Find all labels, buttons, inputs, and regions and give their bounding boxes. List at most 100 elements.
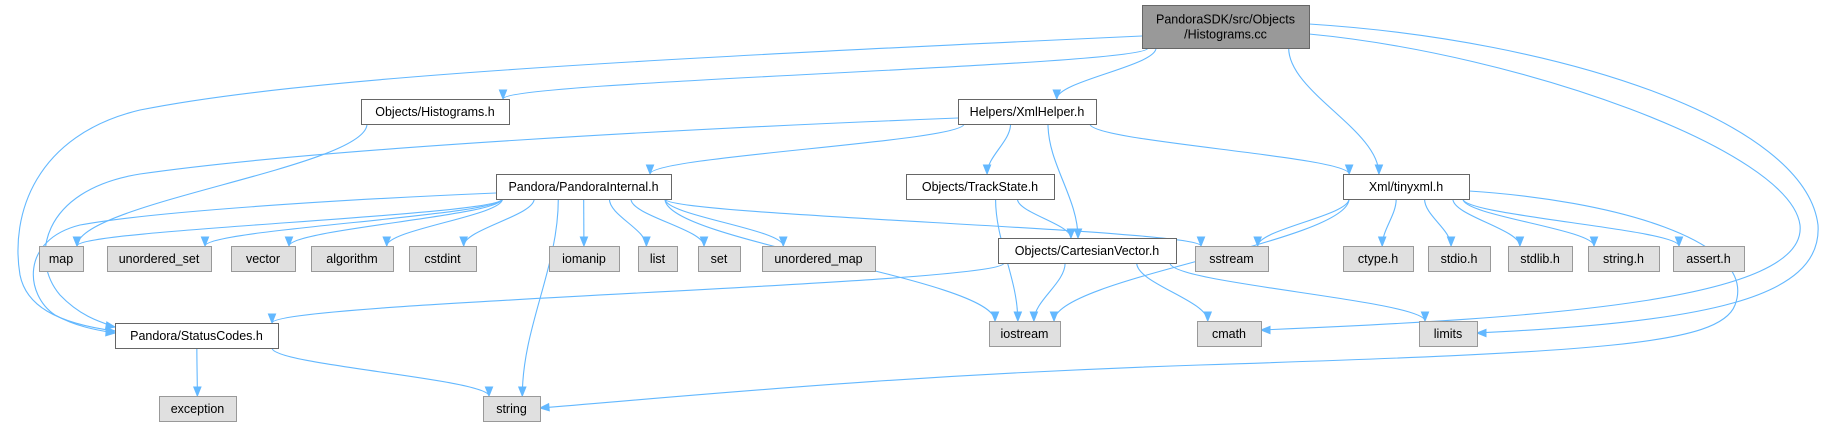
edge-line <box>664 198 784 247</box>
node-label: unordered_set <box>119 252 200 266</box>
edge-arrowhead <box>538 402 550 412</box>
node-label: stdio.h <box>1441 252 1478 266</box>
edge-line <box>1257 198 1350 247</box>
edge-objects-cartesianvector-h-to-iostream <box>1029 262 1066 323</box>
node-sstream: sstream <box>1195 246 1269 272</box>
nodes-layer: PandoraSDK/src/Objects/Histograms.ccObje… <box>39 5 1745 422</box>
node-xml-tinyxml-h[interactable]: Xml/tinyxml.h <box>1343 174 1470 200</box>
node-objects-histograms-h[interactable]: Objects/Histograms.h <box>361 99 510 125</box>
edge-line <box>1462 198 1595 247</box>
edge-line <box>271 347 490 397</box>
node-box <box>998 238 1177 264</box>
edge-pandora-pandorainternal-h-to-unordered-map <box>664 198 788 248</box>
edge-pandora-pandorainternal-h-to-iomanip <box>579 198 589 248</box>
edge-arrowhead <box>200 236 210 248</box>
edge-arrowhead <box>498 89 508 101</box>
node-iomanip: iomanip <box>549 246 620 272</box>
edge-pandora-pandorainternal-h-to-vector <box>284 198 503 248</box>
node-box <box>1142 5 1310 49</box>
node-box <box>409 246 477 272</box>
edge-arrowhead <box>267 313 277 325</box>
node-vector: vector <box>231 246 296 272</box>
edge-arrowhead <box>459 236 468 248</box>
edge-arrowhead <box>778 236 788 248</box>
node-root[interactable]: PandoraSDK/src/Objects/Histograms.cc <box>1142 5 1310 49</box>
edge-root-to-helpers-xmlhelper-h <box>1052 47 1157 101</box>
edge-arrowhead <box>642 236 651 248</box>
node-cmath: cmath <box>1197 321 1262 347</box>
node-pandora-pandorainternal-h[interactable]: Pandora/PandoraInternal.h <box>496 174 672 200</box>
node-box <box>1197 321 1262 347</box>
edge-line <box>1016 198 1072 239</box>
node-objects-trackstate-h[interactable]: Objects/TrackState.h <box>906 174 1055 200</box>
edge-line <box>204 198 503 247</box>
node-cstdint: cstdint <box>409 246 477 272</box>
edge-arrowhead <box>1052 89 1062 101</box>
node-label: Pandora/PandoraInternal.h <box>508 180 658 194</box>
edge-root-to-objects-histograms-h <box>498 47 1149 101</box>
node-objects-cartesianvector-h[interactable]: Objects/CartesianVector.h <box>998 238 1177 264</box>
edge-pandora-pandorainternal-h-to-unordered-set <box>200 198 503 248</box>
edge-pandora-pandorainternal-h-to-string <box>517 198 559 398</box>
edge-objects-cartesianvector-h-to-cmath <box>1136 262 1213 323</box>
edge-arrowhead <box>1674 236 1684 248</box>
edge-helpers-xmlhelper-h-to-xml-tinyxml-h <box>1089 123 1354 176</box>
edge-line <box>1056 47 1157 100</box>
node-box <box>483 396 541 422</box>
edge-arrowhead <box>1589 236 1599 248</box>
edge-arrowhead <box>382 236 392 248</box>
edge-line <box>1452 198 1521 247</box>
edge-arrowhead <box>645 164 655 176</box>
edge-line <box>386 198 504 247</box>
edge-line <box>1424 198 1452 247</box>
edge-arrowhead <box>72 236 82 248</box>
node-label: list <box>650 252 666 266</box>
node-box <box>311 246 394 272</box>
node-box <box>231 246 296 272</box>
edge-line <box>1047 123 1079 239</box>
node-pandora-statuscodes-h[interactable]: Pandora/StatusCodes.h <box>115 323 279 349</box>
node-box <box>906 174 1055 200</box>
edge-pandora-pandorainternal-h-to-list <box>608 198 651 248</box>
edge-line <box>271 262 1005 324</box>
node-stdlib-h: stdlib.h <box>1508 246 1573 272</box>
edge-helpers-xmlhelper-h-to-pandora-pandorainternal-h <box>645 123 965 176</box>
edge-line <box>521 198 559 397</box>
edge-helpers-xmlhelper-h-to-pandora-statuscodes-h <box>44 117 959 330</box>
node-label: iostream <box>1001 327 1049 341</box>
node-label: Objects/TrackState.h <box>922 180 1038 194</box>
node-label: stdlib.h <box>1520 252 1560 266</box>
node-iostream: iostream <box>989 321 1061 347</box>
node-unordered-set: unordered_set <box>107 246 212 272</box>
node-box <box>638 246 678 272</box>
edge-xml-tinyxml-h-to-stdio-h <box>1424 198 1456 248</box>
edge-arrowhead <box>1475 328 1487 338</box>
node-box <box>115 323 279 349</box>
node-label: Xml/tinyxml.h <box>1369 180 1443 194</box>
node-box <box>1195 246 1269 272</box>
edge-arrowhead <box>484 386 494 398</box>
edge-pandora-pandorainternal-h-to-cstdint <box>459 198 535 248</box>
edge-arrowhead <box>990 311 1000 323</box>
edge-arrowhead <box>982 164 992 176</box>
node-label: sstream <box>1209 252 1253 266</box>
node-box <box>1428 246 1491 272</box>
edge-xml-tinyxml-h-to-ctype-h <box>1377 198 1397 248</box>
node-label: algorithm <box>326 252 377 266</box>
edge-pandora-statuscodes-h-to-string <box>271 347 494 398</box>
edge-arrowhead <box>1374 164 1384 176</box>
node-label: string <box>496 402 527 416</box>
node-helpers-xmlhelper-h[interactable]: Helpers/XmlHelper.h <box>958 99 1097 125</box>
edge-objects-trackstate-h-to-objects-cartesianvector-h <box>1016 198 1076 240</box>
node-algorithm: algorithm <box>311 246 394 272</box>
node-box <box>496 174 672 200</box>
node-label: exception <box>171 402 225 416</box>
node-box <box>361 99 510 125</box>
node-string-h: string.h <box>1588 246 1660 272</box>
edge-xml-tinyxml-h-to-string-h <box>1462 198 1599 248</box>
node-box <box>1343 246 1414 272</box>
edge-line <box>44 117 959 328</box>
edge-arrowhead <box>1420 311 1430 323</box>
edge-line <box>17 35 1143 332</box>
